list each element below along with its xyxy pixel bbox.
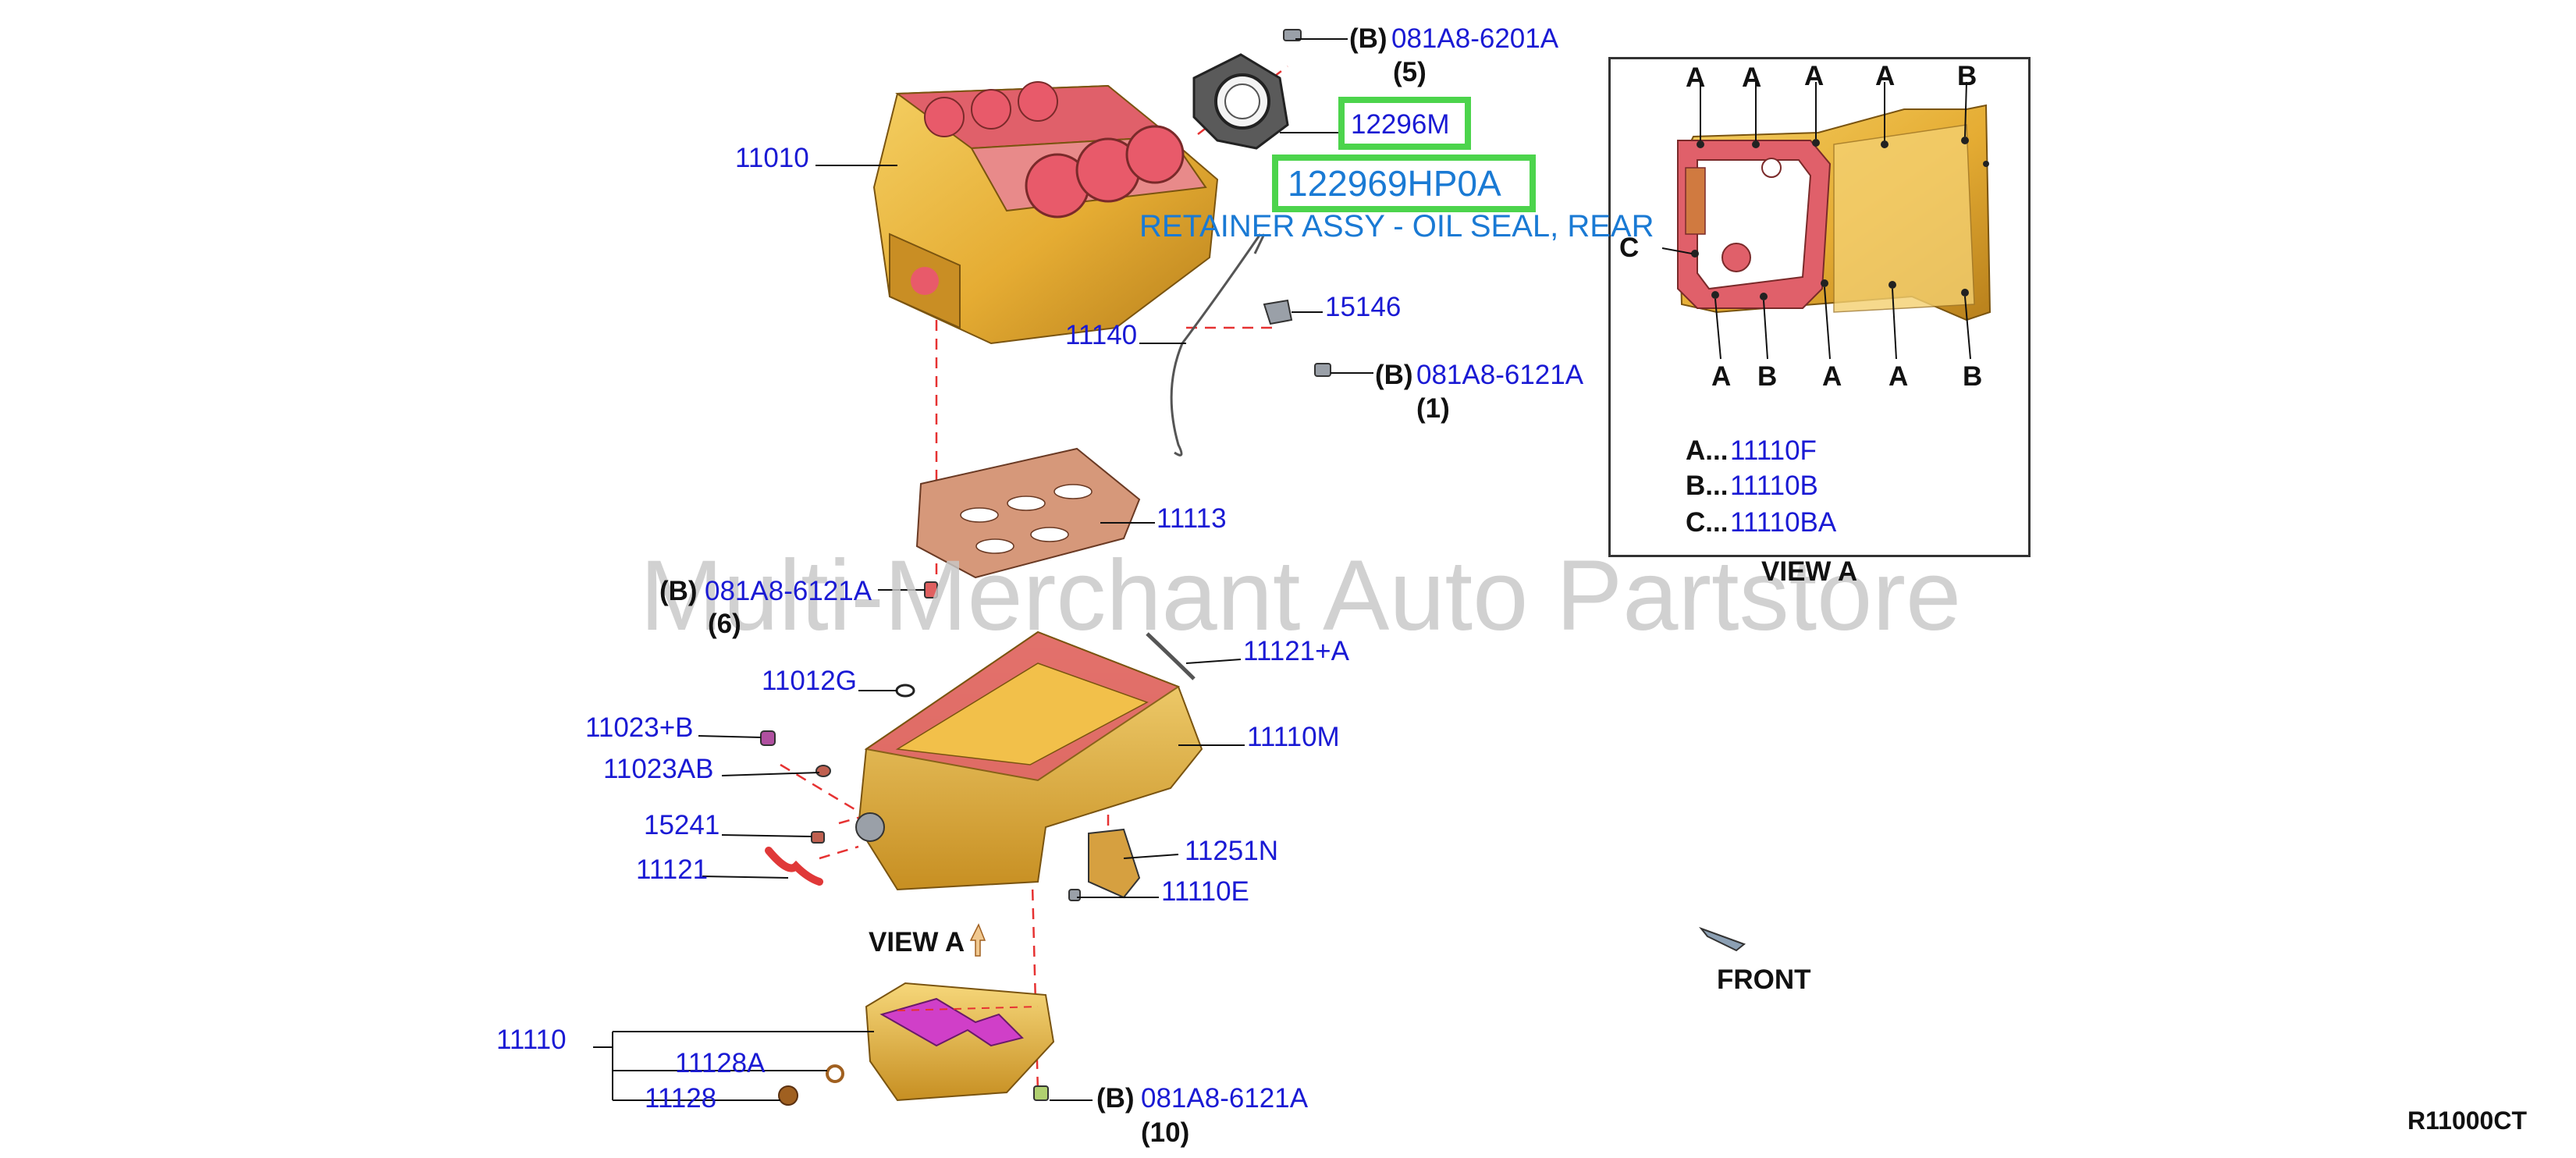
dipstick-shape (1170, 233, 1266, 456)
bolt5-prefix: (B) (1349, 23, 1387, 54)
bolt1-prefix: (B) (1375, 360, 1413, 390)
plug-shapes (760, 684, 915, 886)
view-a-side-letter: C (1619, 233, 1640, 263)
bolt5-qty: (5) (1393, 57, 1427, 87)
legend-part-a[interactable]: 11110F (1730, 435, 1817, 466)
part-description: RETAINER ASSY - OIL SEAL, REAR (1139, 209, 1654, 243)
cylinder-block-shape (872, 81, 1219, 345)
view-a-bottom-letter: B (1757, 361, 1778, 392)
legend-key-b: B... (1686, 471, 1729, 501)
legend-part-b[interactable]: 11110B (1730, 471, 1818, 501)
label-bolt5[interactable]: 081A8-6201A (1391, 23, 1559, 54)
label-11110m[interactable]: 11110M (1247, 722, 1340, 752)
legend-part-c[interactable]: 11110BA (1730, 507, 1837, 538)
label-11110e[interactable]: 11110E (1161, 876, 1249, 907)
label-15241[interactable]: 15241 (644, 810, 720, 840)
bolt1-qty: (1) (1416, 393, 1450, 424)
bolt10-prefix: (B) (1096, 1083, 1135, 1114)
baffle-plate-shape (915, 447, 1141, 579)
label-11121a[interactable]: 11121+A (1243, 636, 1349, 666)
front-label: FRONT (1717, 964, 1811, 995)
view-a-title: VIEW A (1761, 556, 1858, 587)
label-11113[interactable]: 11113 (1157, 503, 1227, 534)
label-11251n[interactable]: 11251N (1185, 836, 1279, 866)
label-12296m[interactable]: 12296M (1351, 109, 1450, 140)
view-a-bottom-letter: A (1711, 361, 1732, 392)
view-a-bottom-letter: A (1888, 361, 1909, 392)
dipstick-guide-shape (1263, 299, 1293, 325)
label-bolt10[interactable]: 081A8-6121A (1141, 1083, 1309, 1114)
view-a-top-letter: B (1957, 61, 1977, 91)
label-bolt1[interactable]: 081A8-6121A (1416, 360, 1584, 390)
cover-11251n-shape (1088, 828, 1141, 899)
label-15146[interactable]: 15146 (1325, 292, 1402, 322)
front-arrow-icon (1698, 926, 1746, 952)
view-a-drawing (1661, 81, 1992, 360)
label-11110[interactable]: 11110 (496, 1025, 567, 1055)
bolt6-qty: (6) (708, 609, 741, 639)
label-11023b[interactable]: 11023+B (585, 712, 694, 743)
view-a-top-letter: A (1742, 62, 1762, 93)
bolt-shapes (924, 29, 1331, 1101)
leader-lines (593, 38, 1373, 1101)
view-a-arrow (969, 923, 986, 957)
view-a-top-letter: A (1686, 62, 1706, 93)
lower-oil-pan-shape (865, 982, 1055, 1102)
view-a-top-letter: A (1804, 61, 1825, 91)
bolt6-prefix: (B) (659, 576, 698, 606)
legend-key-c: C... (1686, 507, 1729, 538)
watermark: Multi-Merchant Auto Partstore (640, 540, 1962, 652)
label-11128[interactable]: 11128 (645, 1083, 717, 1114)
view-a-reference: VIEW A (869, 927, 965, 957)
label-bolt6[interactable]: 081A8-6121A (705, 576, 872, 606)
legend-key-a: A... (1686, 435, 1729, 466)
highlight-catalog-box (1272, 155, 1536, 212)
view-a-frame (1608, 57, 2031, 557)
view-a-bottom-letter: A (1822, 361, 1842, 392)
drain-plug-shapes (778, 1064, 844, 1106)
label-11140[interactable]: 11140 (1065, 320, 1138, 350)
label-11128a[interactable]: 11128A (675, 1048, 766, 1078)
oil-seal-retainer-shape (1192, 53, 1289, 150)
view-a-bottom-letter: B (1963, 361, 1983, 392)
label-11012g[interactable]: 11012G (762, 666, 857, 696)
bolt10-qty: (10) (1141, 1117, 1190, 1148)
catalog-number[interactable]: 122969HP0A (1288, 163, 1501, 204)
view-a-top-letter: A (1875, 61, 1896, 91)
gasket-11121a-shape (1146, 632, 1196, 680)
label-11010[interactable]: 11010 (735, 143, 809, 173)
label-11023ab[interactable]: 11023AB (603, 754, 714, 784)
label-11121[interactable]: 11121 (636, 854, 709, 885)
diagram-code: R11000CT (2407, 1106, 2527, 1135)
highlight-part-box (1338, 97, 1471, 150)
upper-oil-pan-shape (855, 631, 1203, 891)
